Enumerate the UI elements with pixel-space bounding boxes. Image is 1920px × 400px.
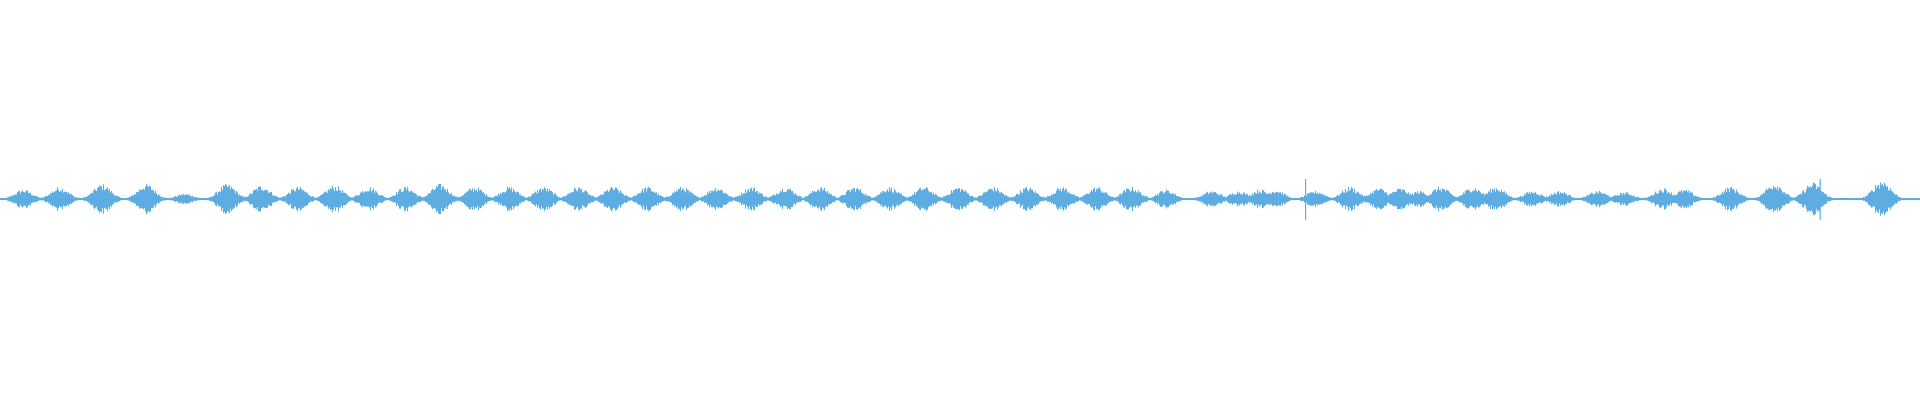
audio-waveform[interactable] [0,0,1920,400]
waveform-stage [0,0,1920,400]
